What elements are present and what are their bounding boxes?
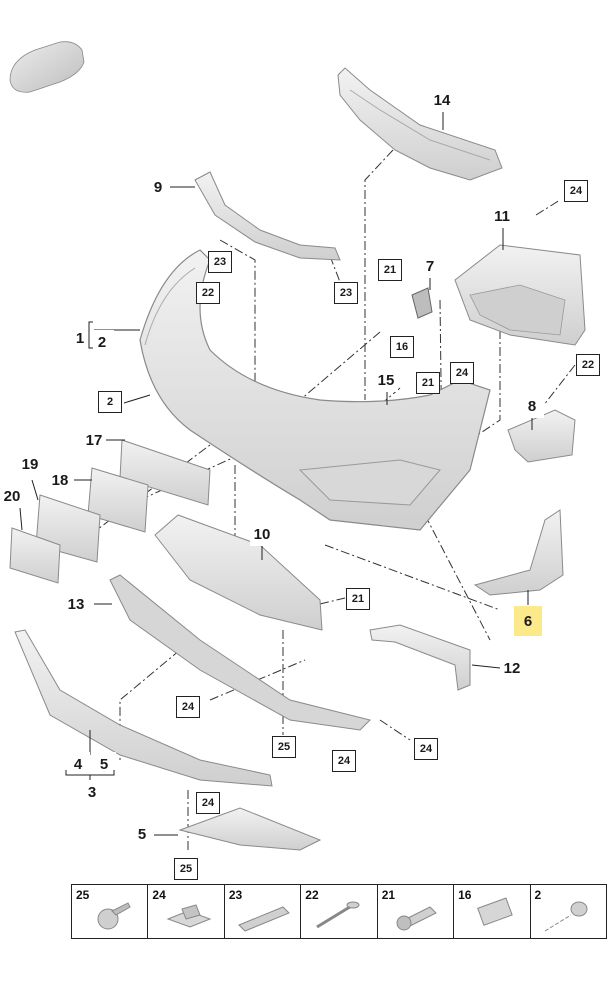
part-18-license-plate [87,467,149,533]
callout-20: 20 [0,484,24,508]
legend-cell-25: 25 [72,885,149,938]
legend-cell-22: 22 [301,885,378,938]
legend-number: 21 [381,888,396,902]
callout-24: 24 [564,180,588,202]
callout-25: 25 [272,736,296,758]
callout-21: 21 [346,588,370,610]
callout-2: 2 [90,330,114,354]
legend-cell-21: 21 [378,885,455,938]
callout-25: 25 [174,858,198,880]
callout-19: 19 [18,452,42,476]
leader-lines [19,112,533,836]
part-10-panel [154,514,323,631]
bracket-4-5 [65,770,115,780]
part-9-strip [194,171,341,261]
legend-cell-16: 16 [454,885,531,938]
part-13-grille [109,574,371,731]
vehicle-thumbnail-icon [9,41,85,93]
legend-number: 23 [228,888,243,902]
fastener-legend: 25 24 23 22 21 16 [71,884,607,939]
callout-18: 18 [48,468,72,492]
callout-23: 23 [334,282,358,304]
part-14-upper-support [337,67,503,181]
callout-21: 21 [416,372,440,394]
callout-7: 7 [418,254,442,278]
callout-24: 24 [414,738,438,760]
callout-5: 5 [92,752,116,776]
callout-9: 9 [146,175,170,199]
legend-number: 25 [76,888,90,902]
callout-24: 24 [332,750,356,772]
callout-8: 8 [520,394,544,418]
callout-12: 12 [500,656,524,680]
callout-24: 24 [176,696,200,718]
screw-clip-icon [97,902,131,930]
callout-22: 22 [576,354,600,376]
callout-23: 23 [208,251,232,273]
callout-24: 24 [450,362,474,384]
callout-14: 14 [430,88,454,112]
part-4-lower-lip [14,629,273,787]
bracket-1-2 [88,321,93,349]
part-20-plate [9,527,61,584]
callout-15: 15 [374,368,398,392]
legend-cell-2: 2 [531,885,606,938]
callout-4: 4 [66,752,90,776]
part-5-lower-cover [178,807,322,851]
callout-11: 11 [490,204,514,228]
legend-cell-23: 23 [225,885,302,938]
callout-22: 22 [196,282,220,304]
callout-24: 24 [196,792,220,814]
callout-6: 6 [514,606,542,636]
callout-2: 2 [98,391,122,413]
part-8-side-piece [507,409,576,463]
legend-number: 2 [534,888,542,902]
part-17-plate [119,439,211,506]
callout-3: 3 [80,780,104,804]
part-11-grille-housing [454,244,586,346]
callout-17: 17 [82,428,106,452]
part-1-bumper-cover [139,249,491,531]
callout-10: 10 [250,522,274,546]
cap-icon [544,901,588,932]
bracket-clip-icon [477,897,513,926]
legend-number: 22 [305,888,319,902]
part-6-trim [473,509,564,596]
legend-number: 24 [152,888,166,902]
clip-strip-icon [237,906,290,932]
legend-cell-24: 24 [148,885,225,938]
part-12-trim [369,624,471,691]
rivet-icon [316,901,360,929]
bolt-icon [396,906,437,931]
callout-21: 21 [378,259,402,281]
legend-number: 16 [458,888,472,902]
callout-1: 1 [68,326,92,350]
callout-5: 5 [130,822,154,846]
callout-16: 16 [390,336,414,358]
callout-13: 13 [64,592,88,616]
part-7-bracket [411,287,433,319]
spring-nut-icon [167,904,212,928]
